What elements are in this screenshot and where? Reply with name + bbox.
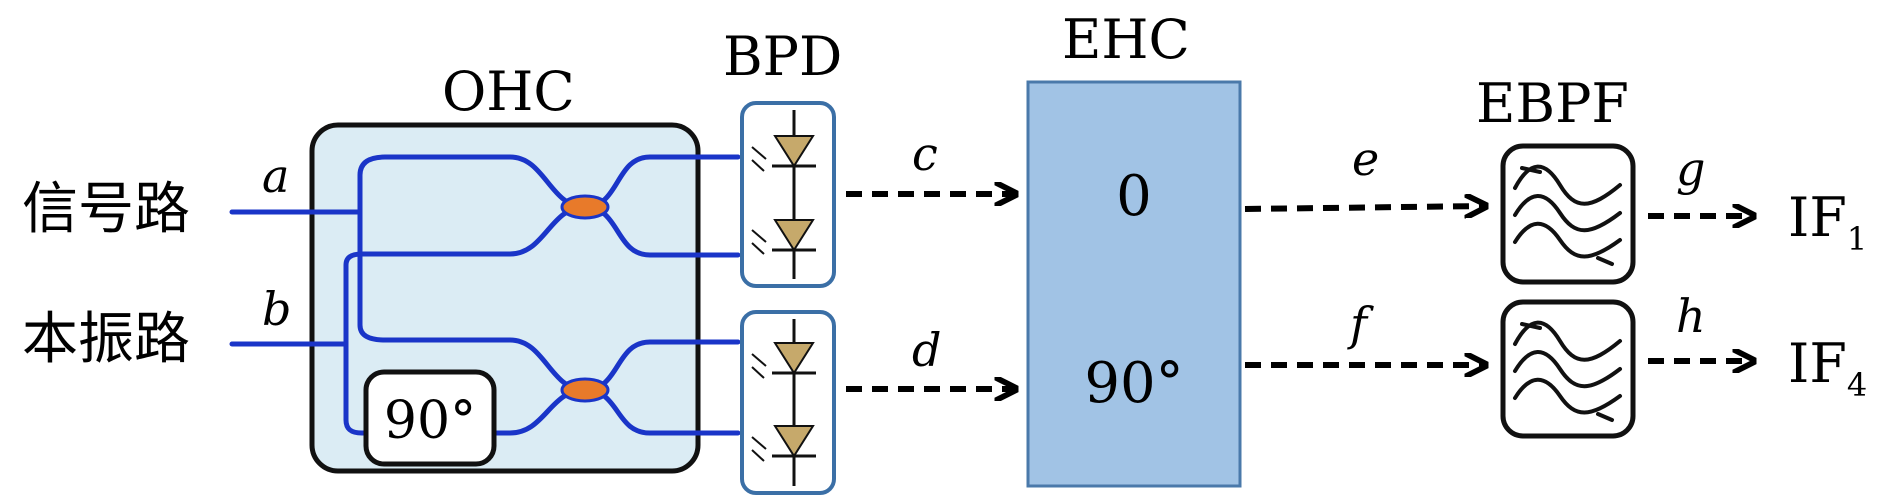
bpd-title: BPD <box>723 25 842 88</box>
lo-to-phase-shifter <box>343 341 369 436</box>
link-f-label: f <box>1347 297 1374 351</box>
ehc-port-top: 0 <box>1116 164 1152 229</box>
lo-to-top-coupler <box>343 204 588 347</box>
photodiode-icon <box>773 342 815 375</box>
ohc-title: OHC <box>442 60 575 123</box>
signal-to-bottom-coupler <box>357 209 588 393</box>
ebpf-bottom <box>1500 299 1636 439</box>
phase-shifter-label: 90° <box>384 391 476 451</box>
signal-to-top-coupler <box>357 154 588 215</box>
ebpf-title: EBPF <box>1476 72 1629 135</box>
ehc-title: EHC <box>1062 8 1190 71</box>
ebpf-top <box>1500 143 1636 285</box>
bottom-coupler <box>560 377 610 403</box>
link-h-label: h <box>1676 289 1706 343</box>
phase-shifter-box <box>363 369 497 467</box>
bandpass-filter-icon <box>1500 143 1636 285</box>
photodiode-icon <box>773 425 815 458</box>
link-e-label: e <box>1352 132 1379 186</box>
output-if-top: IF1 <box>1788 186 1867 258</box>
ehc-port-bottom: 90° <box>1084 351 1183 416</box>
link-e <box>1244 206 1486 209</box>
ehc-box <box>1026 80 1242 488</box>
bpd-top-frame <box>740 101 836 288</box>
bpd-top <box>740 101 836 288</box>
signal-path-label: 信号路 <box>22 177 190 242</box>
link-d-label: d <box>912 323 941 377</box>
top-coupler <box>560 194 610 220</box>
port-b-label: b <box>262 282 291 336</box>
link-c-label: c <box>912 127 938 181</box>
bpd-bottom <box>740 310 836 495</box>
lo-path-label: 本振路 <box>22 307 190 372</box>
link-g-label: g <box>1676 142 1705 196</box>
electrical-links <box>846 194 1754 389</box>
bpd-bottom-frame <box>740 310 836 495</box>
port-a-label: a <box>262 149 289 203</box>
output-if-bottom: IF4 <box>1788 332 1867 404</box>
bandpass-filter-icon <box>1500 299 1636 439</box>
photodiode-icon <box>773 135 815 168</box>
photodiode-icon <box>773 219 815 252</box>
